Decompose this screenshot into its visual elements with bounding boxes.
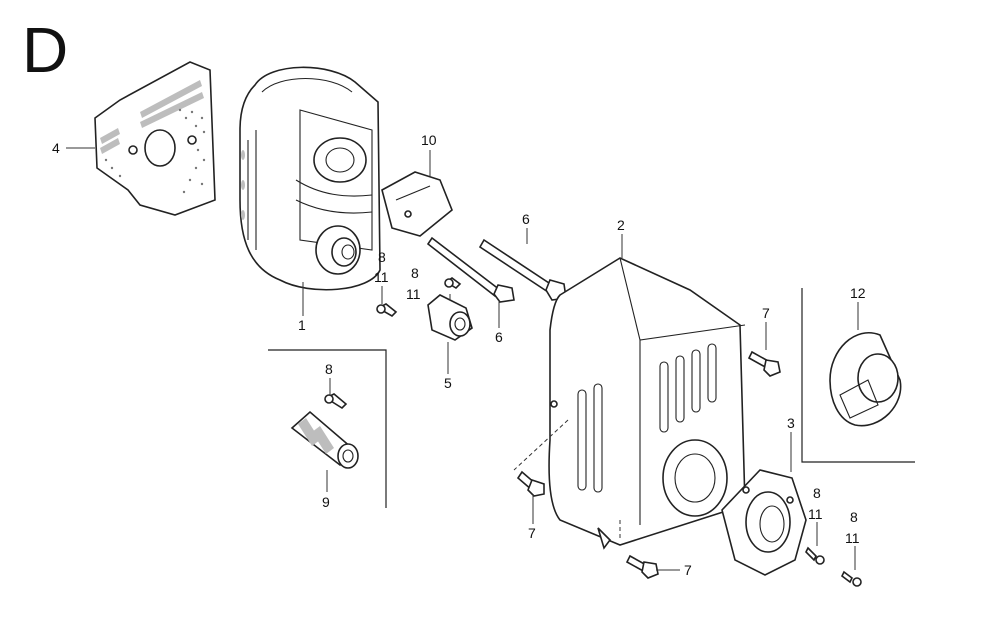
part-5-cap [427,294,473,341]
part-12-deflector [829,332,902,427]
callout-2: 2 [617,217,625,233]
callout-8e: 8 [850,509,858,525]
callout-labels: 4 10 1 8 11 8 11 5 6 6 2 8 9 12 7 3 7 7 … [52,132,866,578]
screw-11-d [840,570,862,587]
callout-11d: 11 [845,530,860,546]
callout-11c: 11 [808,506,823,522]
part-2-muffler-cover [548,257,746,550]
callout-7c: 7 [684,562,692,578]
screw-11-a [376,303,398,317]
screw-11-c [805,546,825,565]
subassembly-box-left [268,349,387,508]
callout-4: 4 [52,140,60,156]
part-3-flange [721,469,807,576]
callout-8a: 8 [378,249,386,265]
callout-7b: 7 [528,525,536,541]
bolt-7-b [516,470,545,497]
leader-lines [66,147,859,571]
callout-7a: 7 [762,305,770,321]
callout-11a: 11 [374,269,389,285]
callout-11b: 11 [406,286,421,302]
callout-9: 9 [322,494,330,510]
callout-12: 12 [850,285,866,301]
callout-3: 3 [787,415,795,431]
callout-8c: 8 [325,361,333,377]
bolt-7-a [747,350,781,377]
part-4-heat-shield [94,61,216,216]
part-10-gasket [381,171,453,237]
callout-6a: 6 [522,211,530,227]
bolt-7-c [625,554,659,579]
screw-8-c [324,393,348,410]
part-9-screen [290,410,359,469]
callout-10: 10 [421,132,437,148]
callout-6b: 6 [495,329,503,345]
section-letter: D [22,14,69,86]
callout-8d: 8 [813,485,821,501]
part-1-muffler-body [239,66,381,291]
subassembly-box-right [801,288,915,463]
callout-5: 5 [444,375,452,391]
callout-1: 1 [298,317,306,333]
callout-8b: 8 [411,265,419,281]
screw-11-b [444,277,462,290]
part-6-bolt-a [426,236,515,303]
